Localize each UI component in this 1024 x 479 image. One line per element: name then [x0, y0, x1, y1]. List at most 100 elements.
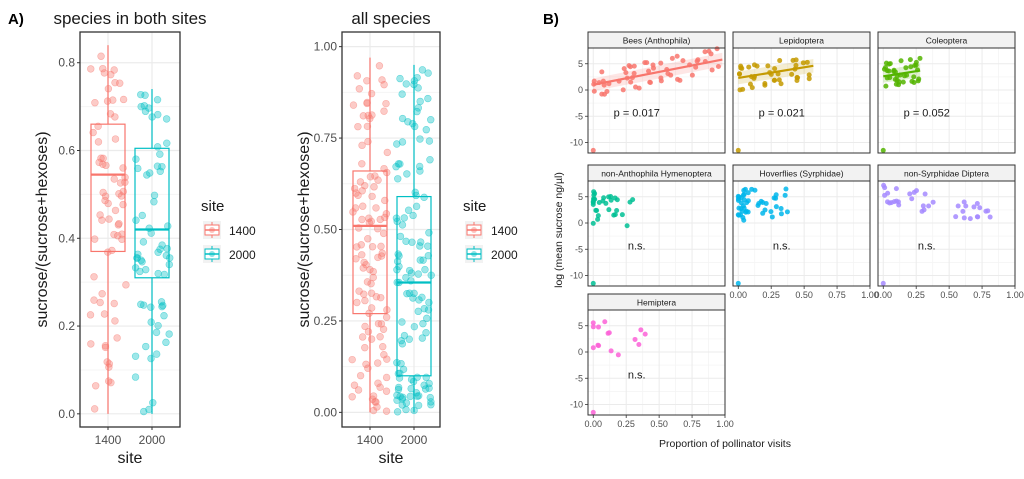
- scatter-point: [602, 319, 608, 325]
- scatter-point: [650, 65, 656, 71]
- scatter-point: [911, 80, 917, 86]
- scatter-point: [963, 203, 969, 209]
- x-tick-label: 0.00: [585, 419, 603, 429]
- jitter-point: [94, 138, 103, 146]
- scatter-point: [614, 208, 620, 214]
- jitter-point: [95, 158, 103, 167]
- jitter-point: [404, 206, 413, 214]
- jitter-point: [392, 163, 400, 171]
- jitter-point: [153, 162, 162, 170]
- scatter-point: [736, 205, 742, 211]
- jitter-point: [426, 156, 434, 164]
- scatter-point: [612, 195, 618, 201]
- scatter-point: [745, 198, 751, 204]
- jitter-point: [100, 310, 109, 318]
- scatter-point: [883, 64, 889, 70]
- scatter-point: [741, 187, 747, 193]
- jitter-point: [356, 178, 365, 186]
- scatter-point: [900, 79, 906, 85]
- y-tick-label: 0.00: [314, 405, 338, 419]
- jitter-point: [382, 210, 391, 218]
- jitter-point: [115, 190, 123, 198]
- scatter-point: [967, 216, 973, 222]
- jitter-point: [367, 89, 376, 98]
- jitter-point: [355, 85, 364, 93]
- legend-label: 1400: [229, 224, 256, 238]
- x-tick-label: 0.50: [650, 419, 668, 429]
- jitter-point: [368, 243, 377, 251]
- jitter-point: [382, 373, 391, 382]
- jitter-point: [149, 399, 157, 407]
- scatter-point: [911, 74, 917, 80]
- jitter-point: [393, 408, 402, 416]
- jitter-point: [422, 329, 430, 337]
- jitter-point: [152, 328, 161, 337]
- y-axis-title: sucrose/(sucrose+hexoses): [34, 131, 51, 327]
- scatter-point: [689, 72, 695, 78]
- x-tick-label: 1.00: [716, 419, 734, 429]
- faceted-scatter: Bees (Anthophila)p = 0.01750-5-10Lepidop…: [553, 31, 1024, 450]
- jitter-point: [154, 110, 162, 119]
- jitter-point: [398, 395, 406, 403]
- jitter-point: [393, 140, 401, 148]
- jitter-point: [165, 260, 174, 269]
- scatter-point: [930, 199, 936, 205]
- jitter-point: [118, 230, 126, 238]
- scatter-point: [909, 196, 915, 202]
- scatter-point: [880, 147, 886, 153]
- scatter-point: [658, 60, 664, 66]
- facet-border: [877, 47, 1016, 154]
- scatter-point: [772, 77, 778, 83]
- jitter-point: [358, 160, 366, 168]
- jitter-point: [356, 371, 365, 380]
- legend-key-point: [471, 251, 477, 257]
- scatter-point: [631, 63, 637, 69]
- jitter-point: [416, 256, 424, 264]
- jitter-point: [427, 401, 435, 409]
- facet-border: [732, 180, 871, 287]
- jitter-point: [113, 334, 121, 342]
- scatter-point: [778, 81, 784, 87]
- scatter-point: [795, 75, 801, 81]
- scatter-point: [772, 66, 778, 72]
- jitter-point: [138, 211, 147, 220]
- jitter-point: [423, 314, 431, 323]
- jitter-point: [393, 217, 401, 226]
- jitter-point: [131, 373, 140, 381]
- facet-strip-label: non-Anthophila Hymenoptera: [601, 169, 712, 179]
- scatter-point: [658, 75, 664, 81]
- scatter-point: [735, 280, 741, 286]
- scatter-point: [907, 191, 913, 197]
- facet-annotation: n.s.: [773, 240, 791, 252]
- jitter-point: [374, 319, 383, 328]
- jitter-point: [153, 143, 162, 151]
- x-axis-title: site: [118, 450, 143, 467]
- scatter-point: [955, 203, 961, 209]
- jitter-point: [416, 135, 424, 143]
- scatter-point: [741, 205, 747, 211]
- jitter-point: [139, 238, 148, 246]
- jitter-point: [152, 350, 161, 358]
- jitter-point: [111, 317, 119, 325]
- jitter-point: [420, 381, 428, 389]
- jitter-point: [156, 245, 164, 253]
- scatter-point: [789, 71, 795, 77]
- scatter-point: [961, 215, 967, 221]
- scatter-point: [773, 204, 779, 210]
- facet-border: [587, 180, 726, 287]
- scatter-point: [599, 91, 605, 97]
- jitter-point: [358, 251, 366, 259]
- facet-strip-label: non-Syrphidae Diptera: [904, 169, 989, 179]
- facet-annotation: n.s.: [628, 369, 646, 381]
- jitter-point: [419, 256, 427, 264]
- jitter-point: [122, 281, 130, 289]
- scatter-point: [590, 201, 596, 207]
- jitter-point: [416, 242, 424, 250]
- jitter-point: [359, 112, 368, 120]
- jitter-point: [361, 343, 369, 352]
- plot-border: [341, 31, 441, 428]
- facet-annotation: n.s.: [918, 240, 936, 252]
- jitter-point: [378, 76, 386, 84]
